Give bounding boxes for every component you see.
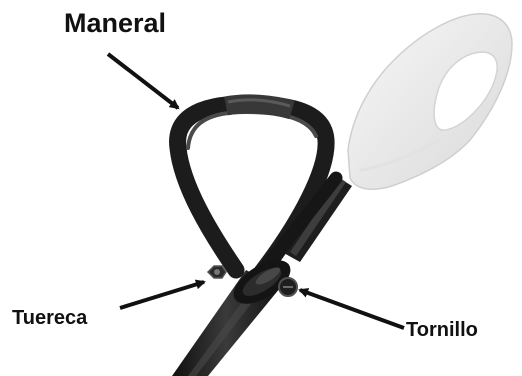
tornillo-arrow [300,290,404,328]
nut [208,266,226,278]
white-guard [348,14,512,189]
tuereca-arrow [120,282,204,308]
maneral-label: Maneral [64,10,166,37]
tuereca-label: Tuereca [12,308,87,328]
tornillo-label: Tornillo [406,320,478,340]
loop-handle [178,100,336,272]
screw [279,278,297,296]
maneral-arrow [108,54,178,108]
